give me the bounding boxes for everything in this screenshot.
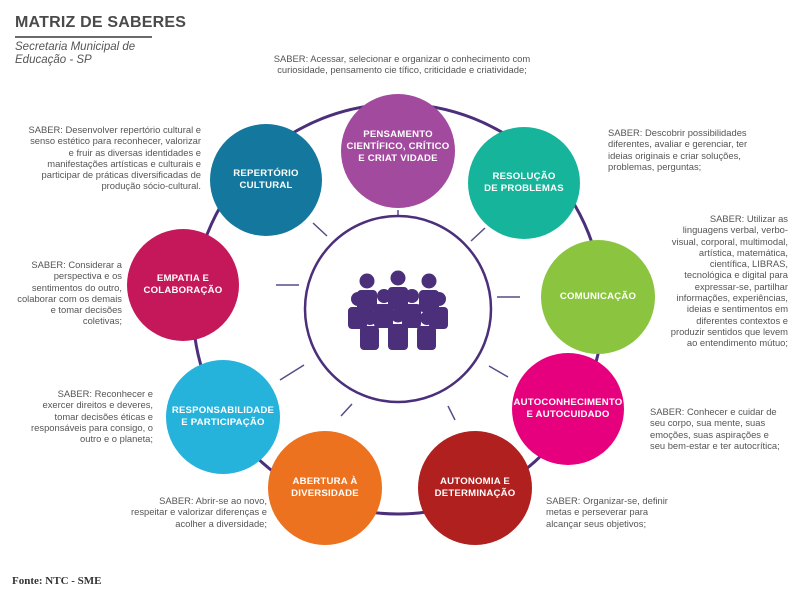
- node-responsabilidade: [166, 360, 280, 474]
- node-label-resolucao: RESOLUÇÃO DE PROBLEMAS: [484, 171, 564, 194]
- description-pensamento: SABER: Acessar, selecionar e organizar o…: [273, 53, 531, 76]
- spokes: [276, 210, 520, 421]
- node-label-empatia: EMPATIA E COLABORAÇÃO: [143, 273, 223, 296]
- nodes: [127, 94, 655, 545]
- node-autonomia: [418, 431, 532, 545]
- node-comunicacao: [541, 240, 655, 354]
- description-autonomia: SABER: Organizar-se, definir metas e per…: [546, 495, 668, 529]
- title-underline: [15, 36, 152, 38]
- node-abertura: [268, 431, 382, 545]
- description-responsabilidade: SABER: Reconhecer e exercer direitos e d…: [31, 388, 153, 445]
- node-pensamento-cientifico: [341, 94, 455, 208]
- node-empatia: [127, 229, 239, 341]
- node-label-pensamento: PENSAMENTO CIENTÍFICO, CRÍTICO E CRIAT V…: [346, 129, 450, 164]
- spoke-abertura: [340, 403, 353, 417]
- spoke-autoconhecimento: [488, 365, 509, 378]
- node-label-responsabilidade: RESPONSABILIDADE E PARTICIPAÇÃO: [171, 405, 275, 428]
- node-label-repertorio: REPERTÓRIO CULTURAL: [233, 168, 299, 191]
- node-autoconhecimento: [512, 353, 624, 465]
- description-repertorio: SABER: Desenvolver repertório cultural e…: [28, 124, 201, 192]
- description-autoconhecimento: SABER: Conhecer e cuidar de seu corpo, s…: [650, 406, 780, 451]
- node-label-autonomia: AUTONOMIA E DETERMINAÇÃO: [434, 476, 516, 499]
- node-label-abertura: ABERTURA À DIVERSIDADE: [291, 476, 359, 499]
- spoke-resolucao: [470, 227, 486, 242]
- spoke-repertorio: [312, 222, 328, 237]
- node-label-comunicacao: COMUNICAÇÃO: [559, 291, 637, 302]
- description-resolucao: SABER: Descobrir possibilidades diferent…: [608, 127, 748, 172]
- source-footnote: Fonte: NTC - SME: [12, 575, 102, 587]
- node-resolucao-de-problemas: [468, 127, 580, 239]
- spoke-autonomia: [447, 405, 456, 421]
- description-abertura: SABER: Abrir-se ao novo, respeitar e val…: [130, 495, 267, 529]
- spoke-responsabilidade: [279, 364, 305, 381]
- page-subtitle: Secretaria Municipal de Educação - SP: [15, 41, 136, 66]
- group-of-people-icon: [348, 270, 448, 350]
- node-label-autoconhecimento: AUTOCONHECIMENTO E AUTOCUIDADO: [513, 397, 623, 420]
- page-title: MATRIZ DE SABERES: [15, 14, 187, 31]
- description-empatia: SABER: Considerar a perspectiva e os sen…: [17, 259, 122, 327]
- description-comunicacao: SABER: Utilizar as linguagens verbal, ve…: [670, 213, 788, 349]
- node-repertorio-cultural: [210, 124, 322, 236]
